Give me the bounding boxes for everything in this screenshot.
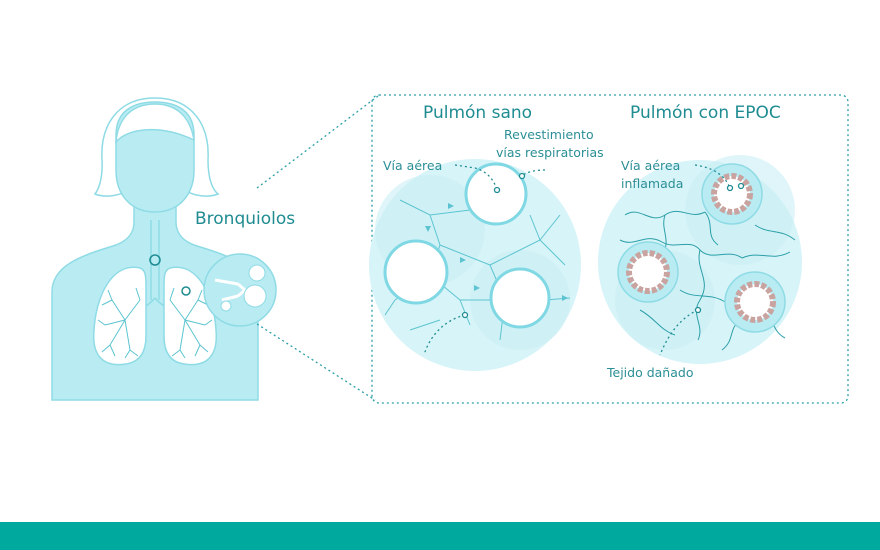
inflamed-pointer-dot (737, 182, 745, 190)
zoom-connectors (256, 95, 379, 401)
copd-lung-title: Pulmón con EPOC (630, 103, 781, 123)
person-figure (51, 97, 259, 401)
healthy-airway (489, 267, 551, 329)
lining-pointer-dot (518, 172, 526, 180)
healthy-lung-tissue (369, 159, 581, 371)
bronchioles-label: Bronquiolos (195, 209, 295, 229)
lining-label-line1: Revestimiento (504, 127, 594, 142)
inflamed-airway (701, 163, 763, 225)
healthy-callout-lines (423, 164, 546, 356)
healthy-airway (464, 162, 528, 226)
zoom-panel (371, 94, 849, 404)
tissue-pointer-dot (461, 311, 469, 319)
bronchiole-marker (181, 286, 191, 296)
inflamed-pointer-dot (726, 184, 734, 192)
inflamed-airway (617, 241, 679, 303)
airway-pointer-dot (493, 186, 501, 194)
damaged-pointer-dot (694, 306, 702, 314)
healthy-airway (383, 239, 449, 305)
trachea-ring-marker (149, 254, 161, 266)
left-lung (92, 266, 147, 366)
damaged-tissue-label: Tejido dañado (606, 365, 693, 380)
healthy-lung-title: Pulmón sano (423, 103, 532, 123)
inflamed-airway (724, 271, 786, 333)
inflamed-airway-label-line2: inflamada (621, 176, 683, 191)
airway-label: Vía aérea (383, 158, 442, 173)
footer-bar (0, 522, 880, 550)
bronchiole-zoom-circle (203, 253, 277, 327)
inflamed-airway-label-line1: Vía aérea (621, 158, 680, 173)
copd-callout-lines (659, 164, 731, 356)
bronchial-tree (97, 287, 213, 359)
lining-label-line2: vías respiratorias (496, 145, 604, 160)
copd-lung-tissue (598, 155, 802, 364)
